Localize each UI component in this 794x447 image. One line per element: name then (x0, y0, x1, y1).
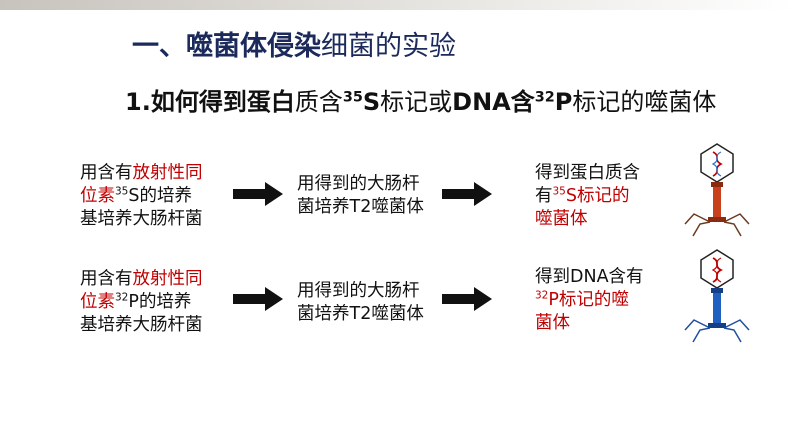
title-rest: 细菌的实验 (321, 31, 456, 62)
text-sup: 32 (115, 291, 129, 304)
text: 用含有 (80, 163, 133, 183)
row2-result-text: 得到DNA含有 32P标记的噬 菌体 (535, 266, 644, 335)
arrow-right-icon (442, 287, 492, 311)
text: 基培养大肠杆菌 (80, 209, 203, 229)
row2-step2-text: 用得到的大肠杆 菌培养T2噬菌体 (297, 280, 424, 326)
text: 的培养 (138, 292, 192, 312)
subtitle-part: 标记 (380, 88, 429, 116)
text: 菌培养T2噬菌体 (297, 197, 424, 217)
subtitle-part: S (362, 88, 381, 116)
phage-protein-labeled-icon (684, 143, 750, 237)
text-highlight: 放射性同 (132, 269, 203, 289)
arrow-right-icon (233, 287, 283, 311)
subtitle-part: 1.如何得到蛋白 (125, 88, 295, 116)
subtitle-part: 质含 (294, 88, 343, 116)
text: S (128, 186, 140, 206)
title-main: 一、噬菌体侵染 (132, 31, 321, 62)
page-title: 一、噬菌体侵染细菌的实验 (132, 24, 456, 63)
text: 有 (535, 186, 553, 206)
text: 菌培养T2噬菌体 (297, 304, 424, 324)
subtitle-part: P (554, 88, 573, 116)
row1-step2-text: 用得到的大肠杆 菌培养T2噬菌体 (297, 173, 424, 219)
top-decor-bar (0, 0, 794, 10)
subtitle-part: 或 (428, 88, 453, 116)
subtitle-part: DNA含 (452, 88, 535, 116)
text: 的培养 (139, 186, 192, 206)
text: 用含有 (80, 269, 133, 289)
arrow-right-icon (442, 182, 492, 206)
text: 基培养大肠杆菌 (80, 315, 203, 335)
text-highlight: P标记的噬 (548, 290, 629, 310)
subtitle: 1.如何得到蛋白质含35S标记或DNA含32P标记的噬菌体 (125, 82, 716, 117)
text-highlight: S标记的 (565, 186, 630, 206)
row1-step1-text: 用含有放射性同 位素35S的培养 基培养大肠杆菌 (80, 162, 203, 231)
text: 用得到的大肠杆 (297, 174, 420, 194)
text: 得到DNA含有 (535, 267, 644, 287)
text-highlight: 菌体 (535, 313, 570, 333)
row2-step1-text: 用含有放射性同 位素32P的培养 基培养大肠杆菌 (80, 268, 203, 337)
text-sup: 35 (115, 185, 129, 198)
subtitle-sup: 32 (534, 89, 555, 106)
subtitle-sup: 35 (342, 89, 363, 106)
arrow-right-icon (233, 182, 283, 206)
row1-result-text: 得到蛋白质含 有35S标记的 噬菌体 (535, 162, 640, 231)
text-highlight: 位素 (80, 292, 115, 312)
text: 得到蛋白质含 (535, 163, 640, 183)
text-sup: 35 (552, 185, 566, 198)
text-sup: 32 (535, 289, 549, 302)
subtitle-part: 标记的噬菌体 (572, 88, 717, 116)
text-highlight: 位素 (80, 186, 115, 206)
text-highlight: 噬菌体 (535, 209, 588, 229)
phage-dna-labeled-icon (684, 249, 750, 343)
text-highlight: 放射性同 (132, 163, 203, 183)
text: P (128, 292, 139, 312)
text: 用得到的大肠杆 (297, 281, 420, 301)
